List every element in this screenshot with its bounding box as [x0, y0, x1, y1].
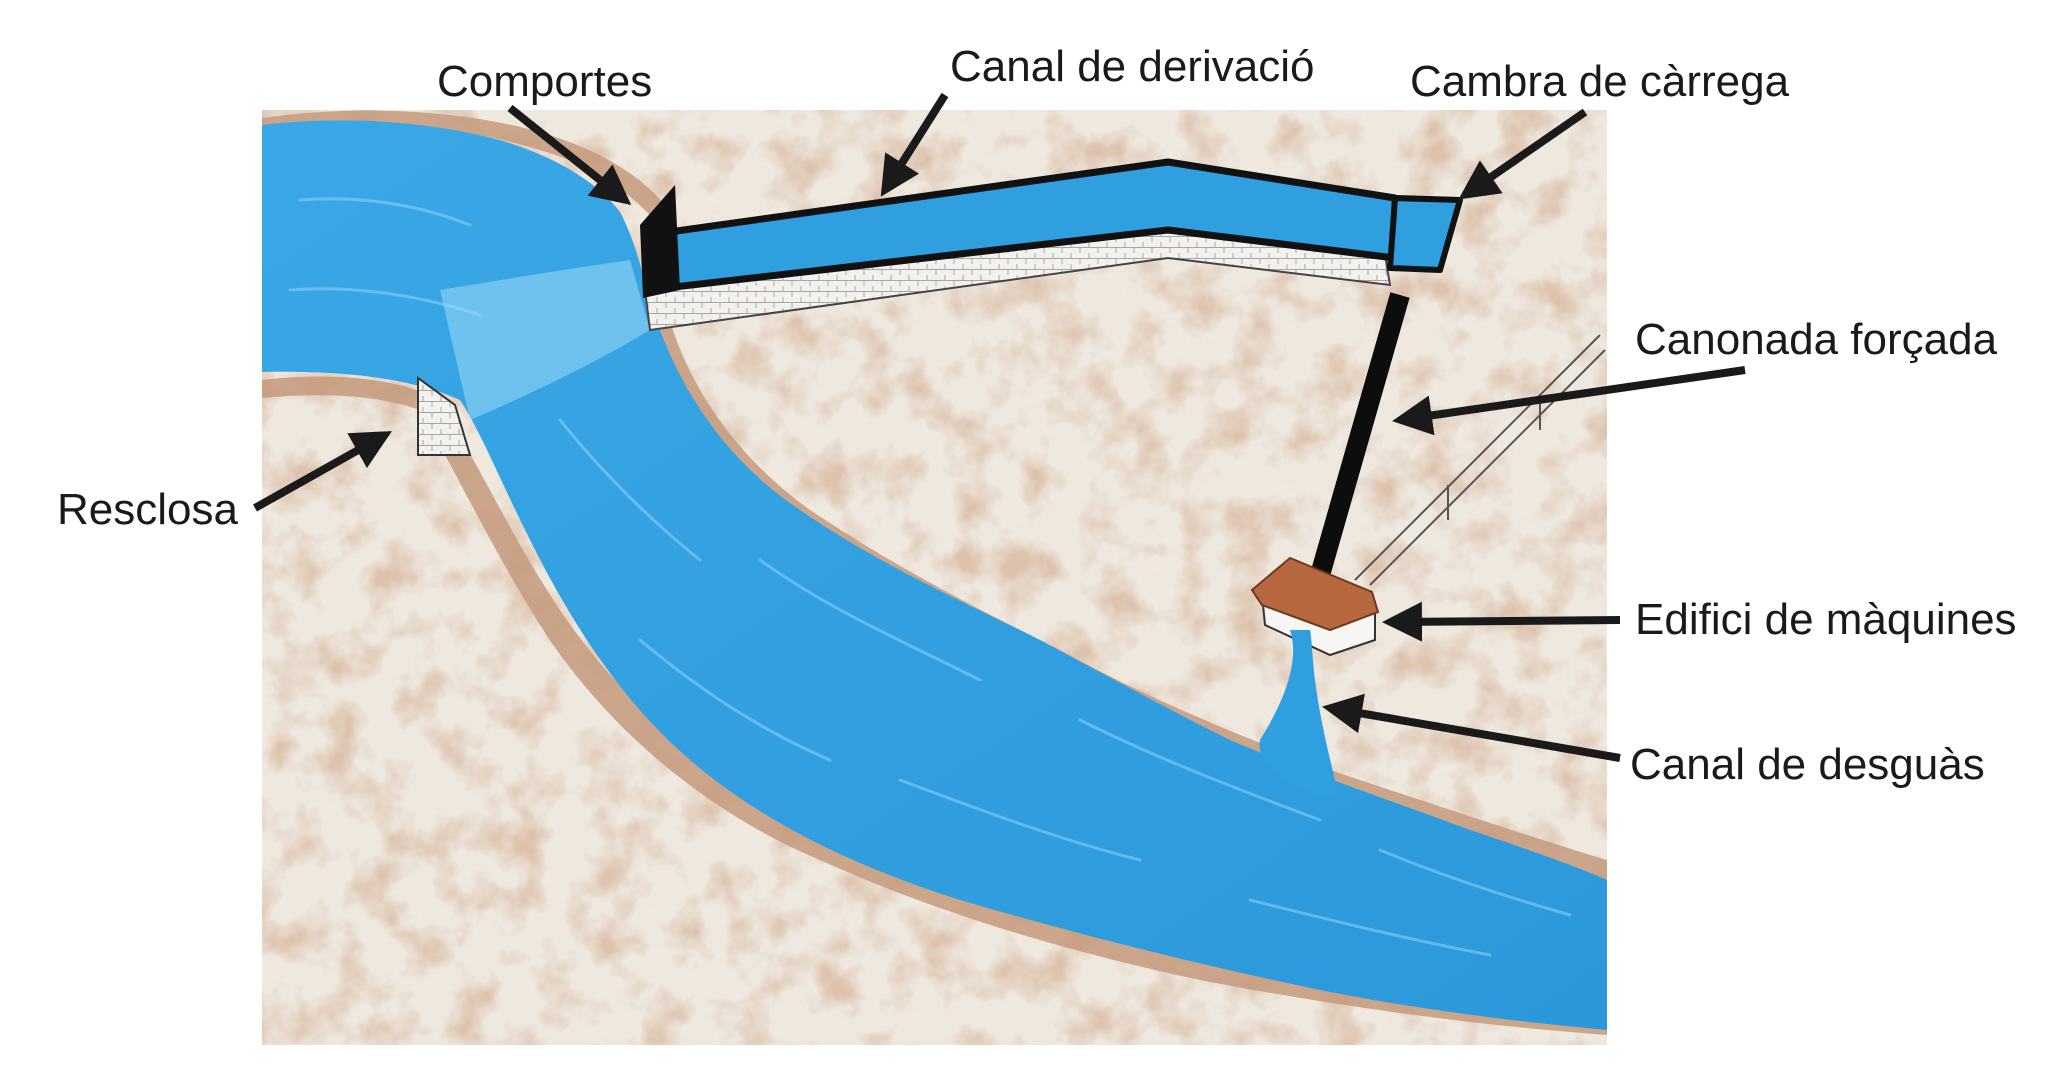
power-house	[1250, 556, 1380, 657]
label-resclosa: Resclosa	[57, 485, 238, 534]
weir-foam	[440, 260, 650, 420]
river-bank-lower	[262, 376, 1607, 1035]
penstock	[1310, 292, 1410, 578]
label-edifici-maquines: Edifici de màquines	[1635, 595, 2017, 644]
arrow-edifici-maquines	[1382, 601, 1621, 642]
weir	[417, 376, 472, 456]
label-canal-derivacio: Canal de derivació	[950, 42, 1315, 91]
forebay	[1387, 195, 1463, 273]
arrow-cambra-carrega	[1458, 108, 1588, 200]
power-lines	[1354, 334, 1606, 586]
label-canonada-forcada: Canonada forçada	[1635, 315, 1998, 364]
water-streaks	[288, 197, 1572, 957]
arrow-canal-desguas	[1322, 693, 1621, 762]
arrows	[253, 92, 1746, 762]
arrow-resclosa	[253, 431, 392, 512]
arrow-canal-derivacio	[880, 92, 949, 197]
arrow-comportes	[507, 104, 632, 205]
label-comportes: Comportes	[437, 57, 653, 106]
tailrace	[1259, 630, 1340, 800]
label-canal-desguas: Canal de desguàs	[1630, 740, 1985, 789]
gates	[640, 185, 680, 298]
arrow-canonada-forcada	[1392, 366, 1746, 436]
label-cambra-carrega: Cambra de càrrega	[1410, 57, 1790, 106]
